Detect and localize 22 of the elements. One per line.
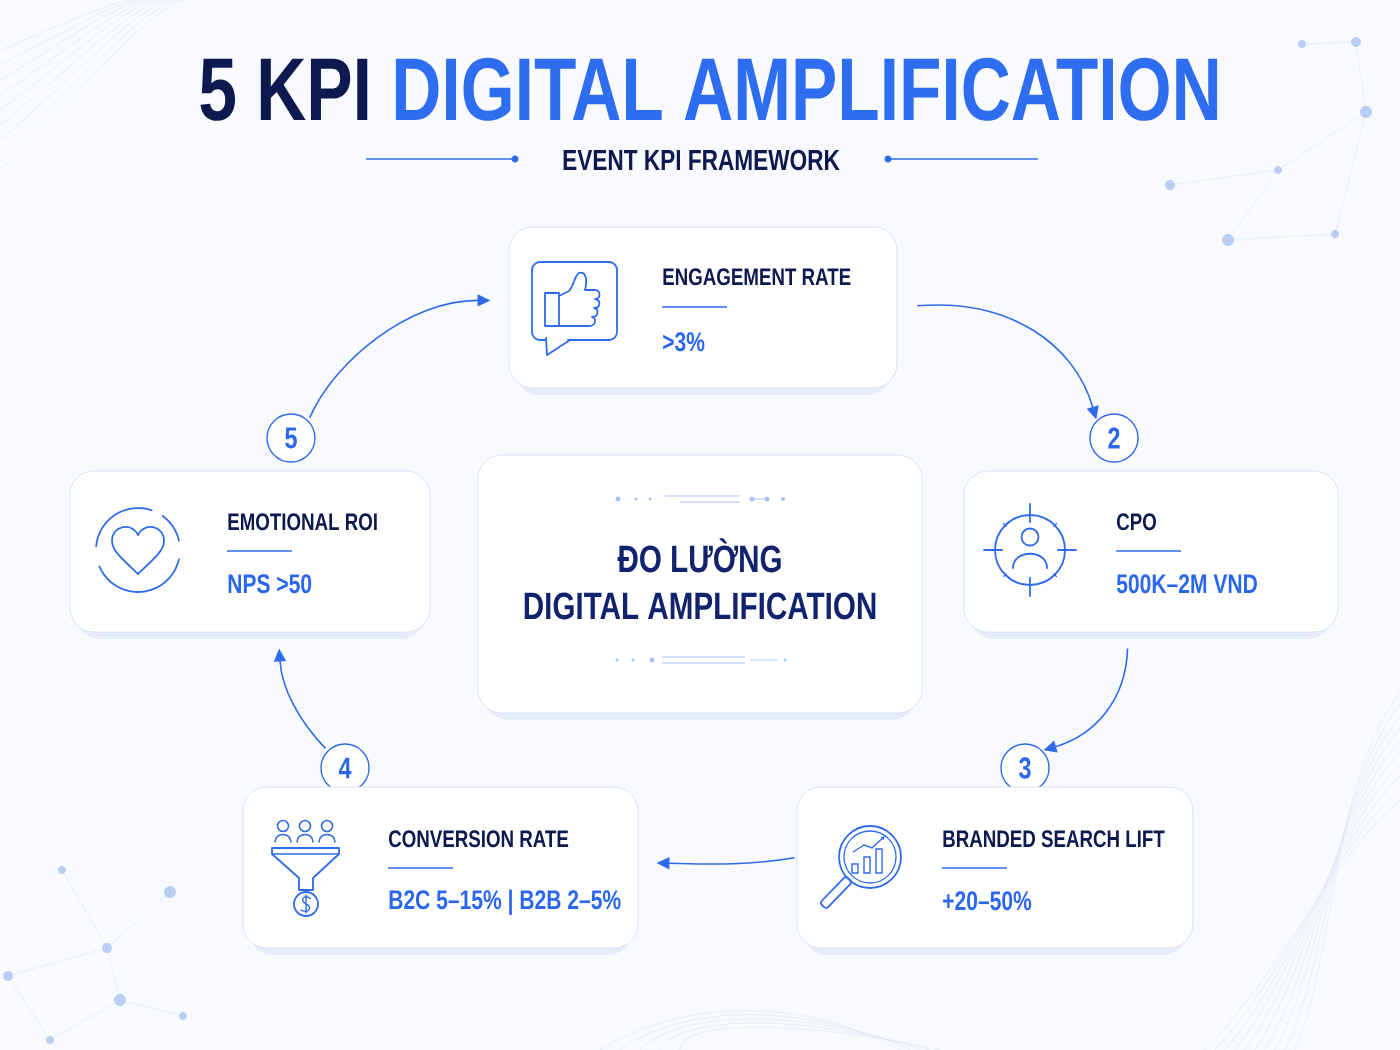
panel-title: DIGITAL AMPLIFICATION [524, 592, 876, 620]
kpi-card [508, 226, 898, 395]
kpi-value: >3% [663, 332, 705, 352]
card-heading: CPO [1117, 513, 1156, 531]
panel-title: ĐO LƯỜNG [617, 538, 781, 573]
card-heading: CONVERSION RATE [388, 830, 569, 848]
kpi-value: +20–50% [943, 891, 1032, 911]
title: 5 KPI DIGITAL AMPLIFICATION [200, 57, 1218, 121]
card-heading: ENGAGEMENT RATE [663, 268, 851, 286]
card-heading: BRANDED SEARCH LIFT [943, 830, 1165, 848]
number-badge: 5 [266, 413, 316, 463]
kpi-card [796, 786, 1194, 955]
kpi-card [69, 470, 431, 639]
kpi-card [242, 786, 639, 955]
kpi-card [963, 470, 1339, 639]
card-heading: EMOTIONAL ROI [228, 513, 377, 531]
center-panel [477, 454, 923, 720]
subtitle: EVENT KPI FRAMEWORK [563, 149, 840, 171]
kpi-value: NPS >50 [228, 574, 312, 594]
number-badge: 2 [1089, 413, 1139, 463]
kpi-value: 500K–2M VND [1116, 574, 1257, 594]
kpi-value: B2C 5–15% | B2B 2–5% [389, 889, 621, 915]
